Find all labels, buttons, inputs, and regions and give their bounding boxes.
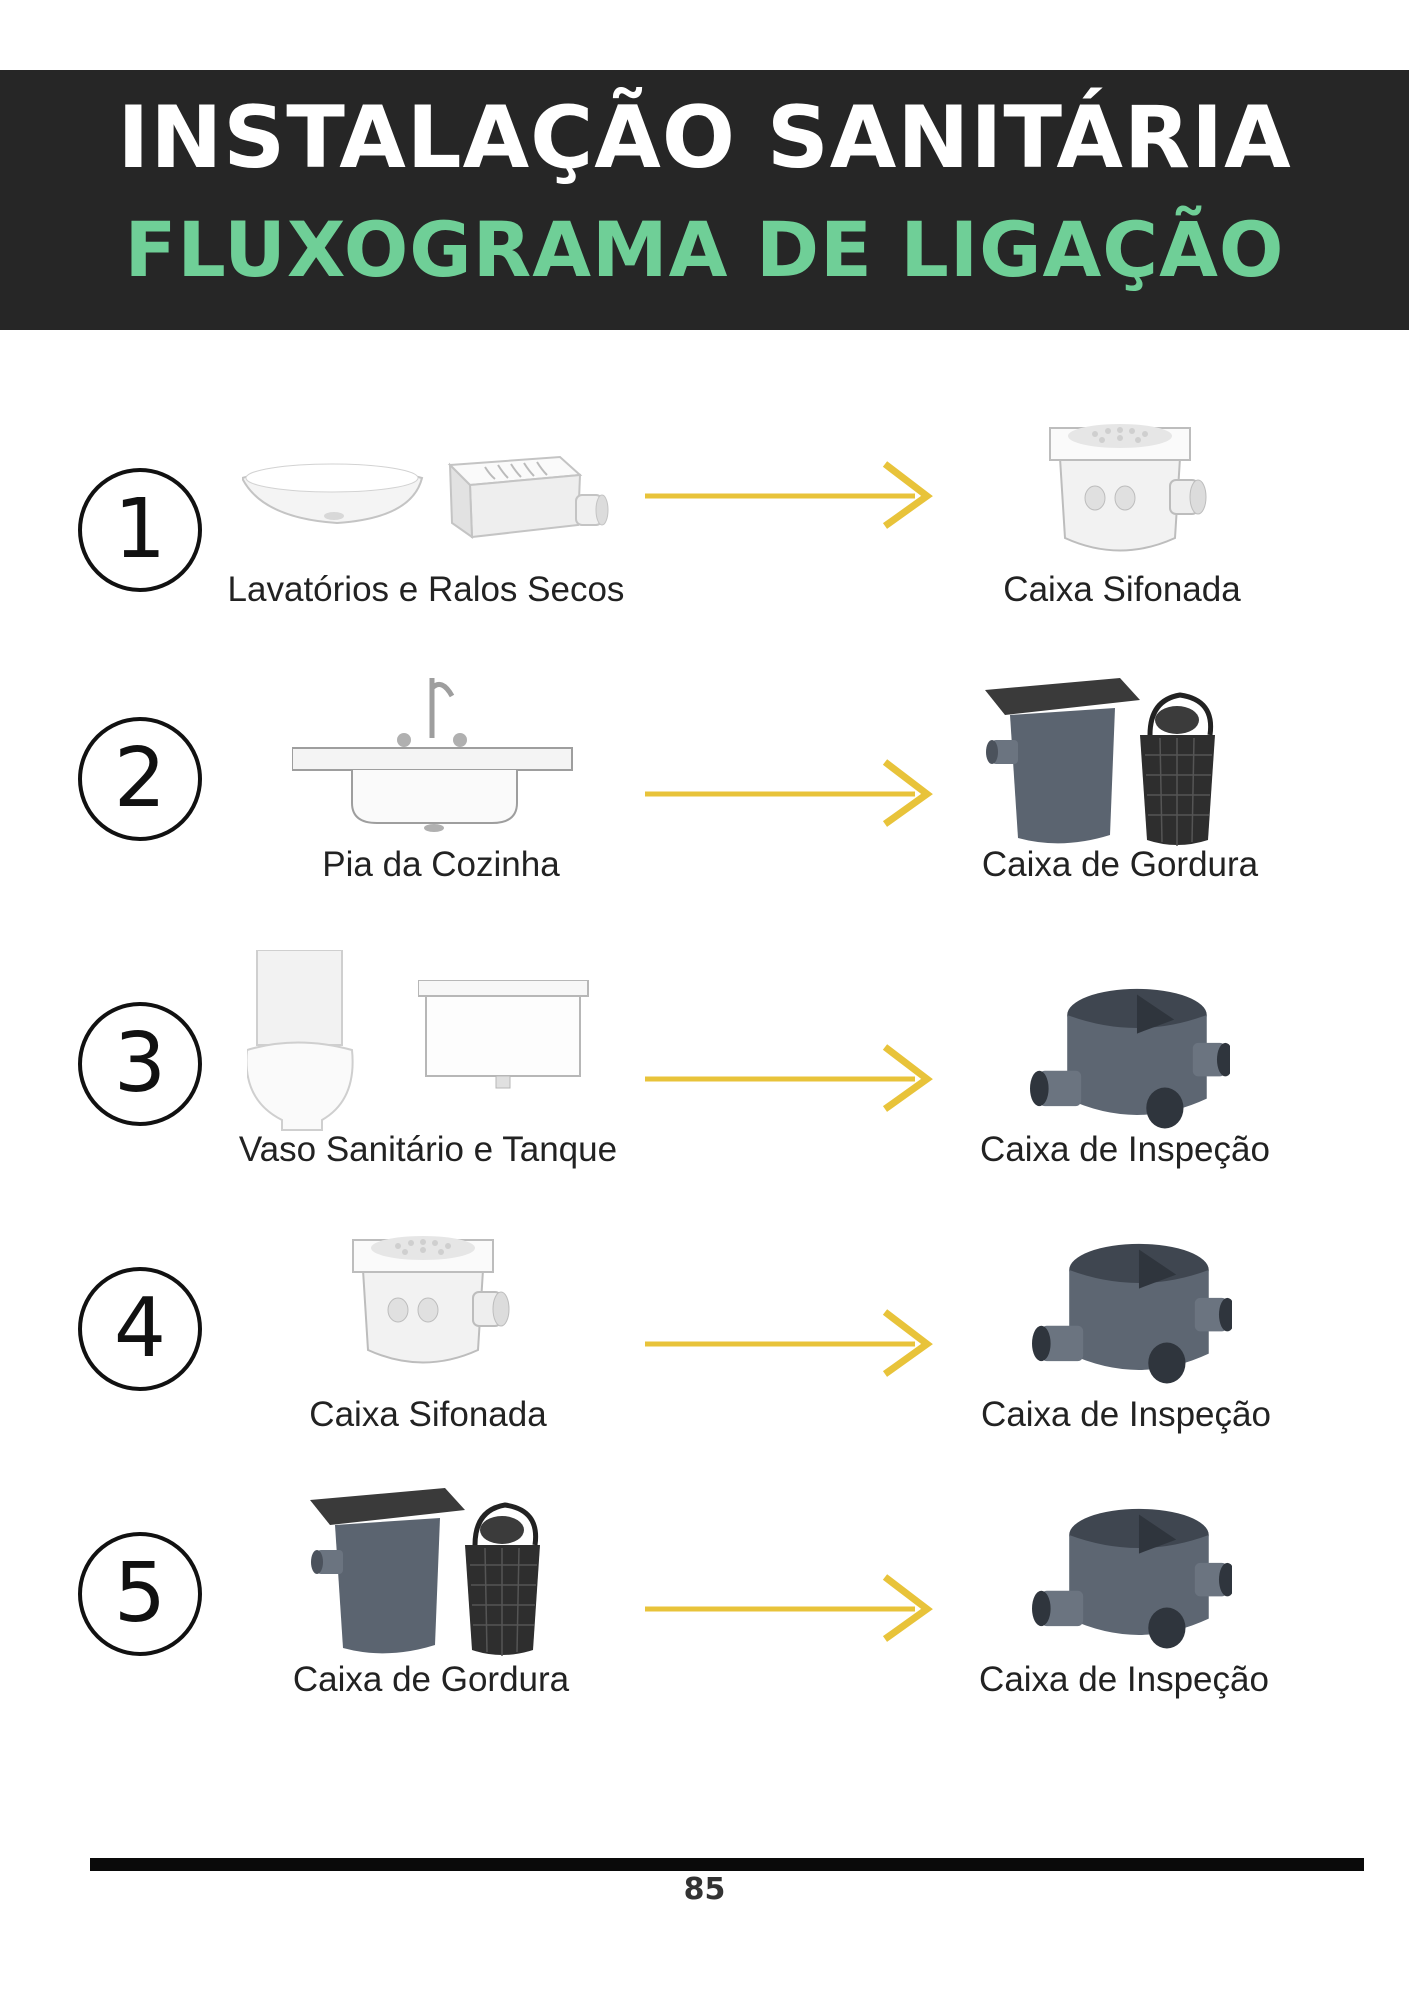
source-label: Caixa Sifonada bbox=[309, 1395, 547, 1434]
tanque-illustration bbox=[418, 980, 589, 1089]
vaso-sanitario-illustration bbox=[247, 950, 354, 1131]
page-number: 85 bbox=[683, 1872, 726, 1907]
flow-arrow bbox=[645, 1044, 933, 1112]
page-title: INSTALAÇÃO SANITÁRIA bbox=[117, 88, 1292, 188]
target-label: Caixa Sifonada bbox=[1003, 570, 1241, 609]
flow-row-4: 4 Caixa Sifonada Caixa de Inspeção bbox=[0, 1210, 1409, 1440]
caixa-gordura-illustration bbox=[980, 660, 1225, 850]
ralo-seco-illustration bbox=[449, 456, 609, 538]
step-number: 2 bbox=[78, 717, 202, 841]
source-label: Caixa de Gordura bbox=[292, 1660, 570, 1699]
caixa-sifonada-illustration bbox=[1049, 423, 1207, 552]
pia-cozinha-illustration bbox=[292, 678, 577, 838]
page-subtitle: FLUXOGRAMA DE LIGAÇÃO bbox=[124, 205, 1285, 294]
header-banner: INSTALAÇÃO SANITÁRIA FLUXOGRAMA DE LIGAÇ… bbox=[0, 70, 1409, 330]
flow-arrow bbox=[645, 759, 933, 827]
lavatorio-illustration bbox=[242, 463, 423, 524]
target-label: Caixa de Gordura bbox=[981, 845, 1259, 884]
step-number: 4 bbox=[78, 1267, 202, 1391]
step-number: 1 bbox=[78, 468, 202, 592]
source-label: Pia da Cozinha bbox=[322, 845, 560, 884]
caixa-inspecao-illustration bbox=[1032, 1508, 1232, 1649]
target-label: Caixa de Inspeção bbox=[979, 1660, 1269, 1699]
caixa-inspecao-illustration bbox=[1032, 1243, 1232, 1384]
caixa-inspecao-illustration bbox=[1030, 988, 1230, 1129]
flow-arrow bbox=[645, 1309, 933, 1377]
target-label: Caixa de Inspeção bbox=[980, 1130, 1270, 1169]
footer-divider bbox=[90, 1858, 1364, 1871]
flow-row-5: 5 Caixa de Gordura Caixa de Inspeção bbox=[0, 1475, 1409, 1705]
caixa-gordura-illustration bbox=[305, 1470, 550, 1660]
flow-arrow bbox=[645, 461, 933, 529]
caixa-sifonada-illustration bbox=[352, 1235, 510, 1364]
step-number: 5 bbox=[78, 1532, 202, 1656]
source-label: Lavatórios e Ralos Secos bbox=[227, 570, 625, 609]
flow-row-1: 1 Lavatórios e Ralos Secos Caixa Sifonad… bbox=[0, 423, 1409, 670]
source-label: Vaso Sanitário e Tanque bbox=[238, 1130, 618, 1169]
flow-row-2: 2 Pia da Cozinha Caixa de Gordura bbox=[0, 660, 1409, 890]
flow-row-3: 3 Vaso Sanitário e Tanque Caixa de Inspe… bbox=[0, 945, 1409, 1175]
step-number: 3 bbox=[78, 1002, 202, 1126]
flow-arrow bbox=[645, 1574, 933, 1642]
target-label: Caixa de Inspeção bbox=[981, 1395, 1271, 1434]
